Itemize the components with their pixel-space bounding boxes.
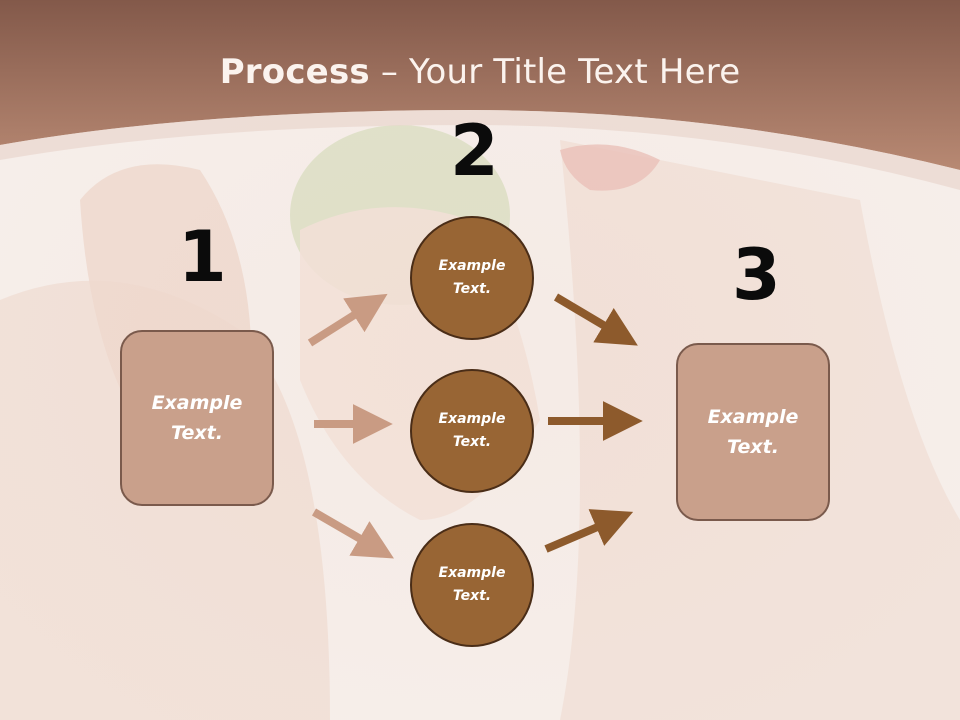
step-number-1: 1 (178, 216, 227, 298)
step-number-3: 3 (732, 234, 781, 316)
circle-bottom[interactable]: Example Text. (410, 523, 534, 647)
right-text-box[interactable]: Example Text. (676, 343, 830, 521)
circle-middle-line-1: Example (438, 411, 506, 427)
circle-bottom-line-2: Text. (452, 588, 492, 604)
left-box-line-2: Text. (171, 422, 223, 444)
circle-top[interactable]: Example Text. (410, 216, 534, 340)
arrow-top-to-right (553, 293, 638, 346)
right-box-line-1: Example (707, 406, 799, 428)
arrow-left-to-bottom (311, 508, 394, 559)
circle-bottom-line-1: Example (438, 565, 506, 581)
circle-top-line-2: Text. (452, 281, 492, 297)
title-rest: – Your Title Text Here (369, 52, 741, 92)
left-box-line-1: Example (151, 392, 243, 414)
arrow-left-to-top (307, 293, 388, 347)
step-number-2: 2 (450, 110, 499, 192)
circle-top-line-1: Example (438, 258, 506, 274)
circle-middle[interactable]: Example Text. (410, 369, 534, 493)
arrow-bottom-to-right (544, 509, 634, 553)
title-bold: Process (219, 52, 370, 92)
circle-middle-line-2: Text. (452, 434, 492, 450)
page-title: Process – Your Title Text Here (0, 52, 960, 92)
header-band (0, 0, 960, 190)
left-text-box[interactable]: Example Text. (120, 330, 274, 506)
right-box-line-2: Text. (727, 436, 779, 458)
